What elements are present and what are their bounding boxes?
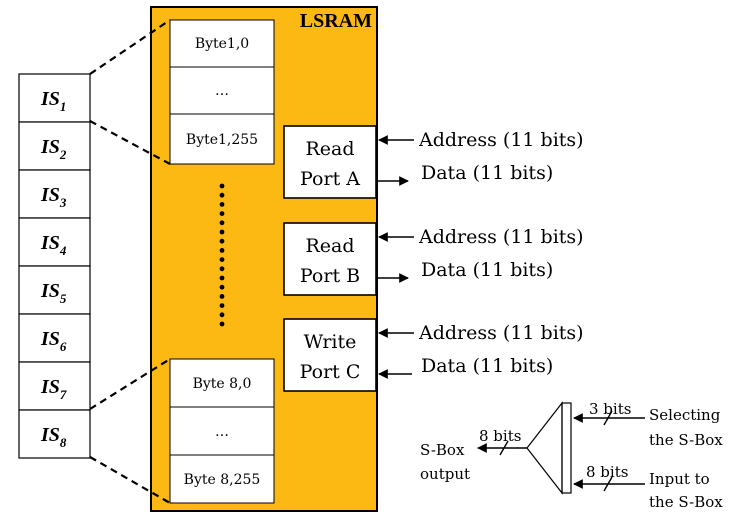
select-label-1: Selecting bbox=[649, 406, 721, 424]
instruction-slot-cell bbox=[18, 361, 91, 411]
dot bbox=[219, 229, 225, 235]
mapping-line bbox=[89, 358, 171, 410]
byte-cell: Byte1,0 bbox=[195, 36, 249, 52]
dot bbox=[219, 312, 225, 318]
byte-block-bottom: Byte 8,0 … Byte 8,255 bbox=[169, 358, 275, 504]
dot bbox=[219, 192, 225, 198]
select-bits-label: 3 bits bbox=[589, 400, 631, 418]
address-label: Address (11 bits) bbox=[418, 322, 584, 344]
address-label: Address (11 bits) bbox=[418, 226, 584, 248]
port-box bbox=[283, 222, 377, 296]
port-name-line2: Port B bbox=[300, 265, 360, 287]
port-name-line2: Port C bbox=[300, 361, 361, 383]
dot bbox=[219, 183, 225, 189]
port-box bbox=[283, 125, 377, 199]
continuation-dots bbox=[219, 183, 225, 327]
dot bbox=[219, 248, 225, 253]
port-box bbox=[283, 318, 377, 392]
mapping-line bbox=[89, 19, 171, 75]
instruction-slot-label: IS6 bbox=[40, 328, 67, 354]
input-bits-label: 8 bits bbox=[586, 463, 628, 481]
byte-block-top: Byte1,0 … Byte1,255 bbox=[169, 19, 275, 165]
instruction-slot-cell bbox=[18, 409, 91, 459]
port-name-line2: Port A bbox=[300, 168, 360, 190]
dot bbox=[219, 257, 225, 262]
mux-shape bbox=[526, 401, 563, 495]
dot bbox=[219, 266, 225, 272]
sbox-mux: 3 bits Selecting the S-Box 8 bits Input … bbox=[420, 400, 723, 511]
dot bbox=[219, 284, 225, 290]
output-label-2: output bbox=[420, 465, 470, 483]
byte-cell: Byte 8,255 bbox=[184, 472, 261, 488]
dot bbox=[219, 275, 225, 281]
instruction-slot-cell bbox=[18, 169, 91, 219]
instruction-slot-cell bbox=[18, 73, 91, 123]
data-label: Data (11 bits) bbox=[421, 162, 553, 184]
instruction-slot-cell bbox=[18, 121, 91, 171]
dot bbox=[219, 220, 225, 226]
mapping-line bbox=[89, 120, 171, 165]
dot bbox=[219, 238, 225, 244]
port-name-line1: Read bbox=[305, 138, 354, 160]
byte-cell-ellipsis: … bbox=[215, 83, 229, 99]
select-label-2: the S-Box bbox=[649, 431, 723, 449]
dot bbox=[219, 211, 225, 217]
input-label-1: Input to bbox=[649, 470, 710, 488]
lsram-title: LSRAM bbox=[300, 10, 372, 32]
instruction-slot-label: IS7 bbox=[40, 376, 67, 402]
byte-cell: Byte 8,0 bbox=[193, 376, 252, 392]
address-label: Address (11 bits) bbox=[418, 129, 584, 151]
dot bbox=[219, 303, 225, 308]
port-name-line1: Read bbox=[305, 235, 354, 257]
data-label: Data (11 bits) bbox=[421, 355, 553, 377]
dot bbox=[219, 202, 225, 207]
byte-cell-ellipsis: … bbox=[215, 424, 229, 440]
instruction-slot-label: IS8 bbox=[40, 424, 67, 450]
output-label-1: S-Box bbox=[420, 441, 465, 459]
byte-cell: Byte1,255 bbox=[186, 132, 258, 148]
instruction-slot-label: IS3 bbox=[40, 184, 67, 210]
instruction-slot-label: IS4 bbox=[40, 232, 67, 258]
dot bbox=[219, 321, 225, 327]
mapping-lines bbox=[89, 19, 171, 504]
output-bits-label: 8 bits bbox=[479, 427, 521, 445]
instruction-slot-label: IS5 bbox=[40, 280, 67, 306]
input-label-2: the S-Box bbox=[649, 493, 723, 511]
port-name-line1: Write bbox=[304, 331, 357, 353]
mux-register bbox=[561, 402, 572, 494]
instruction-slot-cell bbox=[18, 313, 91, 363]
dot bbox=[219, 294, 225, 299]
instruction-slot-cell bbox=[18, 265, 91, 315]
instruction-slot-cell bbox=[18, 217, 91, 267]
data-label: Data (11 bits) bbox=[421, 259, 553, 281]
instruction-slot-label: IS1 bbox=[40, 88, 66, 114]
mapping-line bbox=[89, 456, 171, 504]
instruction-slot-label: IS2 bbox=[40, 136, 67, 162]
